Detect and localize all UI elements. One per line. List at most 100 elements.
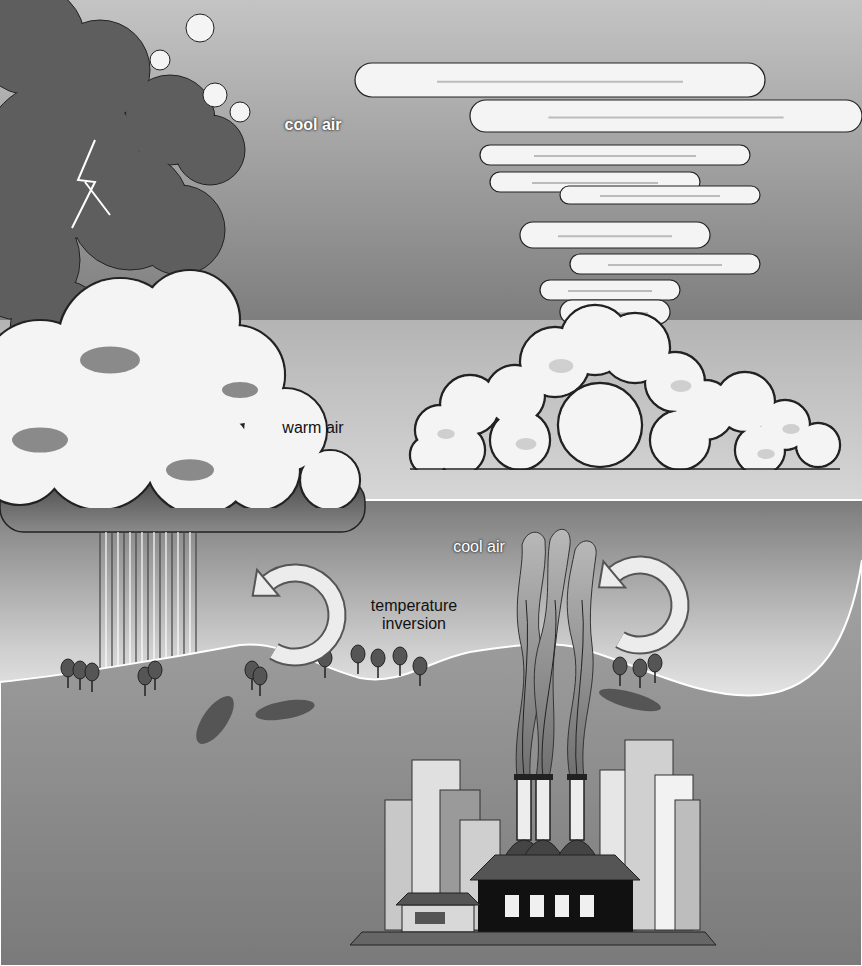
- smoke-line: [542, 600, 556, 778]
- stack-rim: [567, 774, 587, 780]
- cloud-shade: [12, 427, 68, 452]
- upper-cool-layer: [0, 0, 862, 320]
- anvil-cloud: [355, 63, 862, 324]
- smoke-plume: [567, 541, 596, 778]
- cloud-shade: [516, 438, 537, 450]
- hill-shadow: [189, 690, 241, 750]
- cloud-shade: [534, 155, 696, 157]
- smokestack: [517, 778, 531, 840]
- hill-shadow: [597, 684, 663, 716]
- air-label: warm air: [268, 419, 358, 437]
- stack-rim: [533, 774, 553, 780]
- cloud-puff: [230, 102, 250, 122]
- tree-crown: [371, 649, 385, 667]
- smoke-line: [522, 600, 527, 778]
- storm-cloud: [0, 0, 365, 532]
- circulation-arrow: [253, 570, 337, 657]
- storm-body: [0, 270, 360, 508]
- cloud-shade: [782, 424, 800, 434]
- smoke-line: [576, 600, 584, 778]
- smoke-plume: [534, 529, 570, 778]
- tree-crown: [633, 659, 647, 677]
- lightning: [72, 140, 110, 228]
- cloud-shade: [80, 347, 140, 374]
- factory-base: [350, 932, 716, 945]
- cloud-base: [410, 468, 840, 470]
- cloud-puff: [736, 426, 784, 470]
- cloud-puff: [301, 451, 359, 508]
- circulation-arrow: [599, 561, 680, 645]
- cloud-puff: [150, 50, 170, 70]
- cloud-puff: [411, 436, 449, 470]
- cloud-shade: [548, 117, 783, 119]
- arrow-head: [599, 561, 625, 587]
- arrow-body: [614, 565, 680, 645]
- cloud-streak: [540, 280, 680, 300]
- smokestack: [570, 778, 584, 840]
- factory-window: [580, 895, 594, 917]
- cloud-shade: [568, 290, 652, 292]
- tree-crown: [253, 667, 267, 685]
- annex-roof: [396, 893, 480, 905]
- cloud-shade: [222, 382, 258, 398]
- storm-top: [136, 186, 224, 274]
- hill-shadow: [254, 696, 316, 724]
- tree-crown: [648, 654, 662, 672]
- arrow-outline: [268, 573, 337, 657]
- cloud-shade: [558, 235, 672, 237]
- cloud-puff: [797, 424, 839, 466]
- storm-top: [176, 116, 244, 184]
- factory-window: [530, 895, 544, 917]
- trees: [61, 645, 662, 696]
- cloud-outline: [558, 383, 642, 467]
- air-label: cool air: [268, 116, 358, 134]
- annex-building: [402, 905, 474, 932]
- hills: [0, 560, 862, 966]
- air-label: temperature inversion: [362, 597, 466, 632]
- cloud-puff: [203, 83, 227, 107]
- factory-roof: [470, 855, 640, 880]
- cloud-puff: [186, 14, 214, 42]
- cloud-shade: [549, 359, 574, 373]
- cloud-streak: [520, 222, 710, 248]
- tree-crown: [393, 647, 407, 665]
- cloud-shade: [532, 182, 658, 184]
- tree-crown: [148, 661, 162, 679]
- cloud-outline: [490, 410, 550, 470]
- cloud-shade: [166, 459, 214, 481]
- arrow-body: [268, 573, 337, 657]
- tree-crown: [351, 645, 365, 663]
- factory: [350, 740, 716, 945]
- air-label: cool air: [446, 538, 512, 556]
- cloud-puff: [651, 411, 709, 469]
- tree-crown: [613, 657, 627, 675]
- cloud-shade: [437, 429, 455, 439]
- city-building: [675, 800, 700, 930]
- smokestack: [536, 778, 550, 840]
- cloud-shade: [600, 195, 720, 197]
- cloud-shade: [437, 81, 683, 83]
- cloud-puff: [221, 431, 299, 508]
- cloud-puff: [491, 411, 549, 469]
- annex-window: [415, 912, 445, 924]
- cloud-streak: [480, 145, 750, 165]
- cloud-streak: [470, 100, 862, 132]
- tree-crown: [413, 657, 427, 675]
- cloud-streak: [560, 186, 760, 204]
- factory-window: [505, 895, 519, 917]
- arrow-outline: [614, 565, 680, 645]
- storm-top: [0, 0, 59, 59]
- cloud-puff: [559, 384, 641, 466]
- cloud-shade: [608, 264, 722, 266]
- factory-window: [555, 895, 569, 917]
- cloud-shade: [671, 380, 692, 392]
- tree-crown: [85, 663, 99, 681]
- cloud-shade: [757, 449, 775, 459]
- cumulus-cloud: [410, 305, 840, 470]
- stack-rim: [514, 774, 534, 780]
- factory-building: [478, 880, 633, 932]
- cloud-streak: [355, 63, 765, 97]
- cloud-streak: [570, 254, 760, 274]
